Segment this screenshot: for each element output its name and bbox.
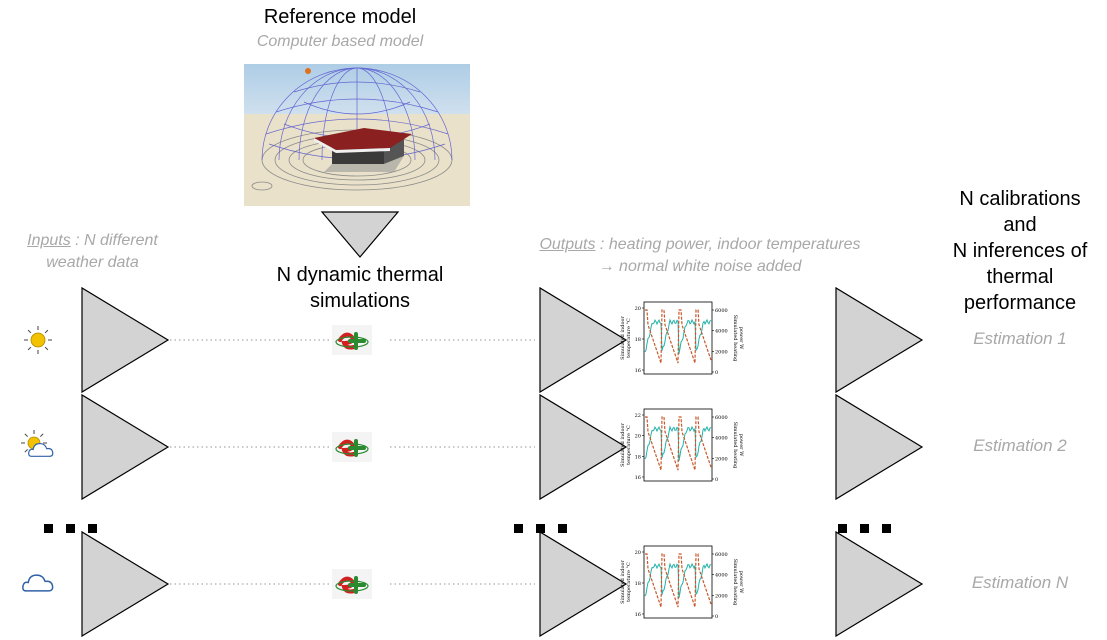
svg-text:power W: power W bbox=[738, 327, 744, 350]
svg-text:22: 22 bbox=[635, 413, 641, 419]
ellipsis-dots-right bbox=[838, 524, 891, 533]
svg-text:0: 0 bbox=[715, 477, 718, 483]
svg-text:Simulated heating: Simulated heating bbox=[732, 315, 738, 362]
dotted-connector bbox=[170, 446, 330, 448]
svg-text:16: 16 bbox=[635, 475, 641, 481]
calibrations-label: N calibrations and N inferences of therm… bbox=[952, 188, 1088, 314]
svg-text:16: 16 bbox=[635, 612, 641, 618]
input-triangle bbox=[81, 286, 170, 394]
svg-text:16: 16 bbox=[635, 368, 641, 374]
dotted-connector bbox=[390, 446, 535, 448]
svg-text:power W: power W bbox=[738, 434, 744, 457]
svg-text:6000: 6000 bbox=[715, 415, 728, 421]
svg-text:4000: 4000 bbox=[715, 329, 728, 335]
svg-text:Simulated indoor: Simulated indoor bbox=[620, 423, 626, 467]
svg-text:temperature °C: temperature °C bbox=[626, 318, 632, 358]
svg-text:4000: 4000 bbox=[715, 573, 728, 579]
energyplus-icon bbox=[332, 325, 372, 355]
svg-text:6000: 6000 bbox=[715, 308, 728, 314]
energyplus-icon bbox=[332, 432, 372, 462]
svg-text:Simulated heating: Simulated heating bbox=[732, 559, 738, 606]
svg-text:2000: 2000 bbox=[715, 349, 728, 355]
reference-down-triangle bbox=[320, 211, 400, 258]
output-triangle bbox=[539, 393, 628, 501]
reference-model-image bbox=[244, 64, 470, 206]
svg-text:Simulated heating: Simulated heating bbox=[732, 422, 738, 469]
svg-text:Simulated indoor: Simulated indoor bbox=[620, 560, 626, 604]
ellipsis-dots-left bbox=[44, 524, 97, 533]
estimation-label: Estimation 1 bbox=[973, 329, 1067, 348]
sun-icon bbox=[24, 326, 52, 354]
svg-text:2000: 2000 bbox=[715, 456, 728, 462]
svg-text:4000: 4000 bbox=[715, 436, 728, 442]
dotted-connector bbox=[170, 583, 330, 585]
calibration-triangle bbox=[835, 530, 924, 638]
dotted-connector bbox=[390, 583, 535, 585]
svg-text:18: 18 bbox=[635, 581, 641, 587]
simulations-label: N dynamic thermal simulations bbox=[276, 264, 444, 312]
output-triangle bbox=[539, 530, 628, 638]
reference-title: Reference model bbox=[263, 6, 417, 28]
svg-text:18: 18 bbox=[635, 454, 641, 460]
estimation-label: Estimation 2 bbox=[973, 436, 1067, 455]
calibration-triangle bbox=[835, 286, 924, 394]
ellipsis-dots-middle bbox=[514, 524, 567, 533]
svg-text:temperature °C: temperature °C bbox=[626, 562, 632, 602]
outputs-label: Outputs : heating power, indoor temperat… bbox=[539, 236, 861, 275]
calibration-triangle bbox=[835, 393, 924, 501]
output-triangle bbox=[539, 286, 628, 394]
svg-text:0: 0 bbox=[715, 614, 718, 620]
svg-text:Simulated indoor: Simulated indoor bbox=[620, 316, 626, 360]
sun-cloud-icon bbox=[21, 430, 54, 457]
svg-text:0: 0 bbox=[715, 370, 718, 376]
inputs-label: Inputs : N different weather data bbox=[27, 232, 158, 271]
svg-text:temperature °C: temperature °C bbox=[626, 425, 632, 465]
cloud-icon bbox=[22, 574, 54, 592]
input-triangle bbox=[81, 393, 170, 501]
energyplus-icon bbox=[332, 569, 372, 599]
svg-text:20: 20 bbox=[635, 306, 641, 312]
dotted-connector bbox=[170, 339, 330, 341]
reference-subtitle: Computer based model bbox=[256, 33, 424, 50]
svg-text:power W: power W bbox=[738, 571, 744, 594]
svg-text:20: 20 bbox=[635, 550, 641, 556]
svg-text:6000: 6000 bbox=[715, 552, 728, 558]
input-triangle bbox=[81, 530, 170, 638]
estimation-label: Estimation N bbox=[971, 573, 1069, 592]
dotted-connector bbox=[390, 339, 535, 341]
svg-text:18: 18 bbox=[635, 337, 641, 343]
svg-text:20: 20 bbox=[635, 434, 641, 440]
svg-text:2000: 2000 bbox=[715, 593, 728, 599]
